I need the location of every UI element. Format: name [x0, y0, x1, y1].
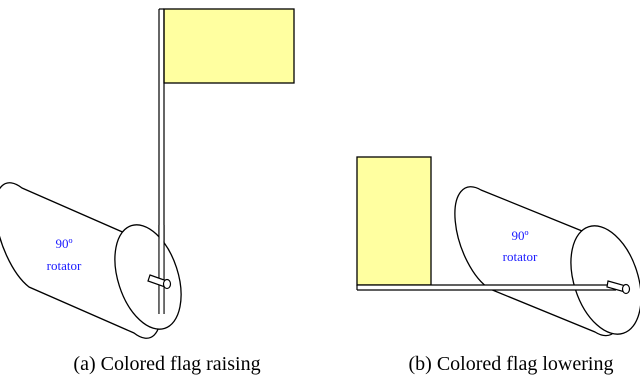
caption-b: (b) Colored flag lowering: [409, 353, 614, 375]
flag-lowered: [356, 156, 432, 286]
panel-b: 90º rotator (b) Colored flag lowering: [356, 156, 640, 375]
rotator-label-line2: rotator: [503, 249, 538, 264]
rotator-label-line2: rotator: [47, 258, 82, 273]
rotator-label-line1: 90º: [511, 228, 528, 243]
caption-a: (a) Colored flag raising: [73, 353, 260, 375]
flag-pole-horizontal: [356, 284, 616, 291]
rotator-shaft: [606, 280, 631, 295]
rotator-label-line1: 90º: [55, 236, 72, 251]
flag-raised: [163, 8, 295, 84]
panel-a: 90º rotator (a) Colored flag raising: [0, 8, 295, 375]
rotator-shaft: [147, 274, 172, 290]
flag-pole-over-cap: [158, 225, 165, 314]
